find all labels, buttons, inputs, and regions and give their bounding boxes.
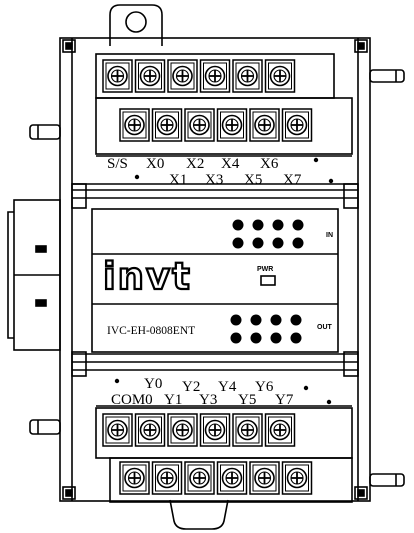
input-terminal-block (71, 53, 359, 209)
terminal-marker-dots (114, 157, 334, 405)
brand-logo: invt (102, 255, 192, 298)
status-led (250, 332, 262, 344)
screw-terminal (264, 413, 296, 447)
terminal-label-y1: Y1 (164, 392, 183, 408)
status-led (252, 237, 264, 249)
screw-terminal (167, 59, 198, 93)
status-led (272, 219, 284, 231)
terminal-label-x5: X5 (244, 172, 263, 188)
terminal-label-y0: Y0 (144, 376, 163, 392)
screw-terminal (216, 108, 248, 142)
terminal-label-x1: X1 (169, 172, 188, 188)
model-label: IVC-EH-0808ENT (107, 325, 196, 337)
status-led (232, 219, 244, 231)
bottom-mounting-tab (169, 499, 229, 530)
out-led-label: OUT (317, 324, 332, 331)
terminal-label-x6: X6 (260, 156, 279, 172)
screw-terminal (264, 59, 296, 93)
screw-terminal (151, 108, 183, 142)
output-terminal-block (71, 351, 359, 503)
screw-terminal (134, 59, 166, 93)
status-led (270, 332, 282, 344)
status-led (230, 332, 242, 344)
screw-terminal (151, 461, 183, 495)
screw-terminal (249, 461, 280, 495)
screw-terminal (134, 413, 166, 447)
terminal-label-x3: X3 (205, 172, 224, 188)
front-panel (91, 208, 339, 353)
terminal-label-x4: X4 (221, 156, 240, 172)
screw-terminal (184, 461, 215, 495)
terminal-label-y7: Y7 (275, 392, 294, 408)
screw-terminal (232, 413, 263, 447)
screw-terminal (232, 59, 263, 93)
status-led (272, 237, 284, 249)
terminal-label-ss: S/S (107, 156, 128, 172)
corner-clips (62, 39, 368, 500)
side-pins (29, 69, 405, 487)
status-led (292, 237, 304, 249)
status-led (230, 314, 242, 326)
left-side-connector (7, 199, 61, 351)
top-mounting-tab (109, 4, 163, 46)
screw-terminal (281, 108, 313, 142)
terminal-label-y2: Y2 (182, 379, 201, 395)
output-screws-upper (102, 413, 296, 447)
terminal-label-x7: X7 (283, 172, 302, 188)
in-led-label: IN (326, 232, 333, 239)
status-led (250, 314, 262, 326)
status-led (290, 314, 302, 326)
screw-terminal (281, 461, 313, 495)
terminal-label-y3: Y3 (199, 392, 218, 408)
output-led-grid (230, 314, 302, 344)
status-led (252, 219, 264, 231)
status-led (232, 237, 244, 249)
screw-terminal (102, 59, 133, 93)
output-screws-lower (119, 461, 313, 495)
input-led-grid (232, 219, 304, 249)
screw-terminal (199, 59, 231, 93)
terminal-label-y4: Y4 (218, 379, 237, 395)
screw-terminal (216, 461, 248, 495)
status-led (292, 219, 304, 231)
terminal-label-com0: COM0 (111, 392, 153, 408)
pwr-label: PWR (257, 266, 274, 273)
status-led (290, 332, 302, 344)
screw-terminal (199, 413, 231, 447)
input-screws-lower (119, 108, 313, 142)
screw-terminal (167, 413, 198, 447)
screw-terminal (249, 108, 280, 142)
terminal-label-y5: Y5 (238, 392, 257, 408)
screw-terminal (102, 413, 133, 447)
screw-terminal (119, 108, 150, 142)
screw-terminal (184, 108, 215, 142)
terminal-label-y6: Y6 (255, 379, 274, 395)
status-led (270, 314, 282, 326)
terminal-label-x2: X2 (186, 156, 205, 172)
screw-terminal (119, 461, 150, 495)
input-screws-upper (102, 59, 296, 93)
terminal-label-x0: X0 (146, 156, 165, 172)
